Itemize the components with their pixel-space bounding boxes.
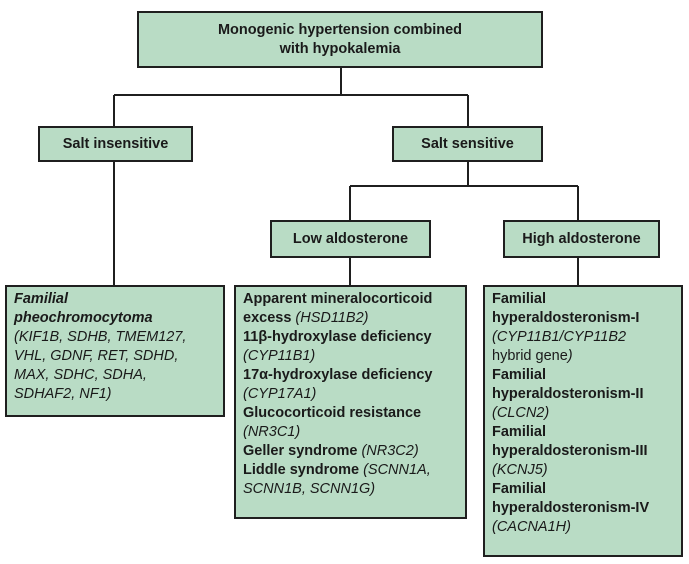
geller-label: Geller syndrome <box>243 443 358 459</box>
pheochromocytoma-title-line1: Familial <box>14 291 68 307</box>
fh4-line1: Familial <box>492 481 546 497</box>
liddle-label: Liddle syndrome <box>243 462 360 478</box>
fh1-gene-hybrid: hybrid gene <box>492 348 568 364</box>
salt-insensitive-box: Salt insensitive <box>38 126 193 162</box>
root-box: Monogenic hypertension combined with hyp… <box>137 11 543 68</box>
hydroxylase-17a-label: 17α-hydroxylase deficiency <box>243 367 433 383</box>
fh1-gene: (CYP11B1/CYP11B2 <box>492 329 627 345</box>
fh2-gene: (CLCN2) <box>492 405 550 421</box>
low-aldosterone-label: Low aldosterone <box>292 230 409 247</box>
fh4-gene: (CACNA1H) <box>492 519 571 535</box>
fh3-gene: (KCNJ5) <box>492 462 548 478</box>
geller-gene: (NR3C2) <box>361 443 419 459</box>
fh1-line1: Familial <box>492 291 546 307</box>
high-aldosterone-conditions-box: Familial hyperaldosteronism-I (CYP11B1/C… <box>483 285 683 557</box>
hydroxylase-17a-gene: (CYP17A1) <box>243 386 317 402</box>
fh1-line2: hyperaldosteronism-I <box>492 310 640 326</box>
root-title-line1: Monogenic hypertension combined <box>217 21 463 38</box>
pheochromocytoma-genes-line2: VHL, GDNF, RET, SDHD, <box>14 348 179 364</box>
high-aldosterone-label: High aldosterone <box>522 230 641 247</box>
low-aldosterone-conditions-box: Apparent mineralocorticoid excess (HSD11… <box>234 285 467 519</box>
fh1-gene-line2: hybrid gene) <box>492 347 675 366</box>
high-aldosterone-box: High aldosterone <box>503 220 660 258</box>
hydroxylase-11b-gene: (CYP11B1) <box>243 348 316 364</box>
ame-line2: excess (HSD11B2) <box>243 309 459 328</box>
fh2-line2: hyperaldosteronism-II <box>492 386 644 402</box>
pheochromocytoma-genes-line4: SDHAF2, NF1) <box>14 386 112 402</box>
ame-text: excess <box>243 310 292 326</box>
pheochromocytoma-genes-line3: MAX, SDHC, SDHA, <box>14 367 147 383</box>
fh1-gene-close: ) <box>567 348 573 364</box>
glucocorticoid-resistance-gene: (NR3C1) <box>243 424 301 440</box>
fh3-line1: Familial <box>492 424 546 440</box>
liddle-gene-part1: (SCNN1A, <box>363 462 431 478</box>
pheochromocytoma-box: Familial pheochromocytoma (KIF1B, SDHB, … <box>5 285 225 417</box>
geller-line: Geller syndrome (NR3C2) <box>243 442 459 461</box>
ame-gene: (HSD11B2) <box>295 310 369 326</box>
liddle-line: Liddle syndrome (SCNN1A, <box>243 461 459 480</box>
ame-line1: Apparent mineralocorticoid <box>243 291 433 307</box>
salt-sensitive-label: Salt sensitive <box>421 135 514 152</box>
pheochromocytoma-genes-line1: (KIF1B, SDHB, TMEM127, <box>14 329 187 345</box>
salt-insensitive-label: Salt insensitive <box>62 135 169 152</box>
glucocorticoid-resistance-label: Glucocorticoid resistance <box>243 405 422 421</box>
fh2-line1: Familial <box>492 367 546 383</box>
root-title-line2: with hypokalemia <box>279 40 401 57</box>
hydroxylase-11b-label: 11β-hydroxylase deficiency <box>243 329 432 345</box>
pheochromocytoma-title-line2: pheochromocytoma <box>14 310 153 326</box>
fh3-line2: hyperaldosteronism-III <box>492 443 648 459</box>
fh4-line2: hyperaldosteronism-IV <box>492 500 650 516</box>
liddle-gene-part2: SCNN1B, SCNN1G) <box>243 481 376 497</box>
low-aldosterone-box: Low aldosterone <box>270 220 431 258</box>
salt-sensitive-box: Salt sensitive <box>392 126 543 162</box>
